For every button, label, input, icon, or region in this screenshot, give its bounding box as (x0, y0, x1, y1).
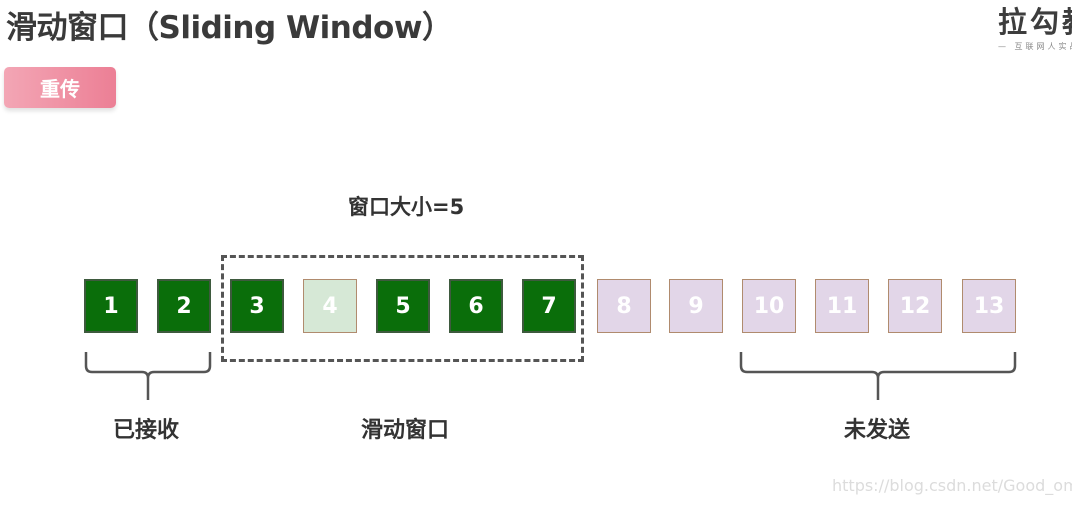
watermark-url: https://blog.csdn.net/Good_omen (832, 476, 1072, 495)
packet-4: 4 (303, 279, 357, 333)
packet-2: 2 (157, 279, 211, 333)
packet-12: 12 (888, 279, 942, 333)
packet-11: 11 (815, 279, 869, 333)
packet-1: 1 (84, 279, 138, 333)
window-size-label: 窗口大小=5 (348, 195, 465, 219)
window-label: 滑动窗口 (361, 418, 450, 443)
packet-8: 8 (597, 279, 651, 333)
logo-tagline: — 互联网人实战 (998, 42, 1072, 51)
packet-7: 7 (522, 279, 576, 333)
sliding-window-frame (221, 255, 584, 362)
packet-5: 5 (376, 279, 430, 333)
packet-6: 6 (449, 279, 503, 333)
unsent-brace (739, 352, 1017, 400)
brand-logo: 拉勾教 — 互联网人实战 (998, 4, 1072, 54)
received-label: 已接收 (113, 418, 180, 443)
unsent-label: 未发送 (844, 418, 911, 443)
packet-9: 9 (669, 279, 723, 333)
packet-13: 13 (962, 279, 1016, 333)
packet-3: 3 (230, 279, 284, 333)
packet-10: 10 (742, 279, 796, 333)
retransmit-tag: 重传 (4, 67, 116, 108)
received-brace (84, 352, 212, 400)
logo-name: 拉勾教 (998, 5, 1072, 39)
page-title: 滑动窗口（Sliding Window） (6, 10, 453, 46)
